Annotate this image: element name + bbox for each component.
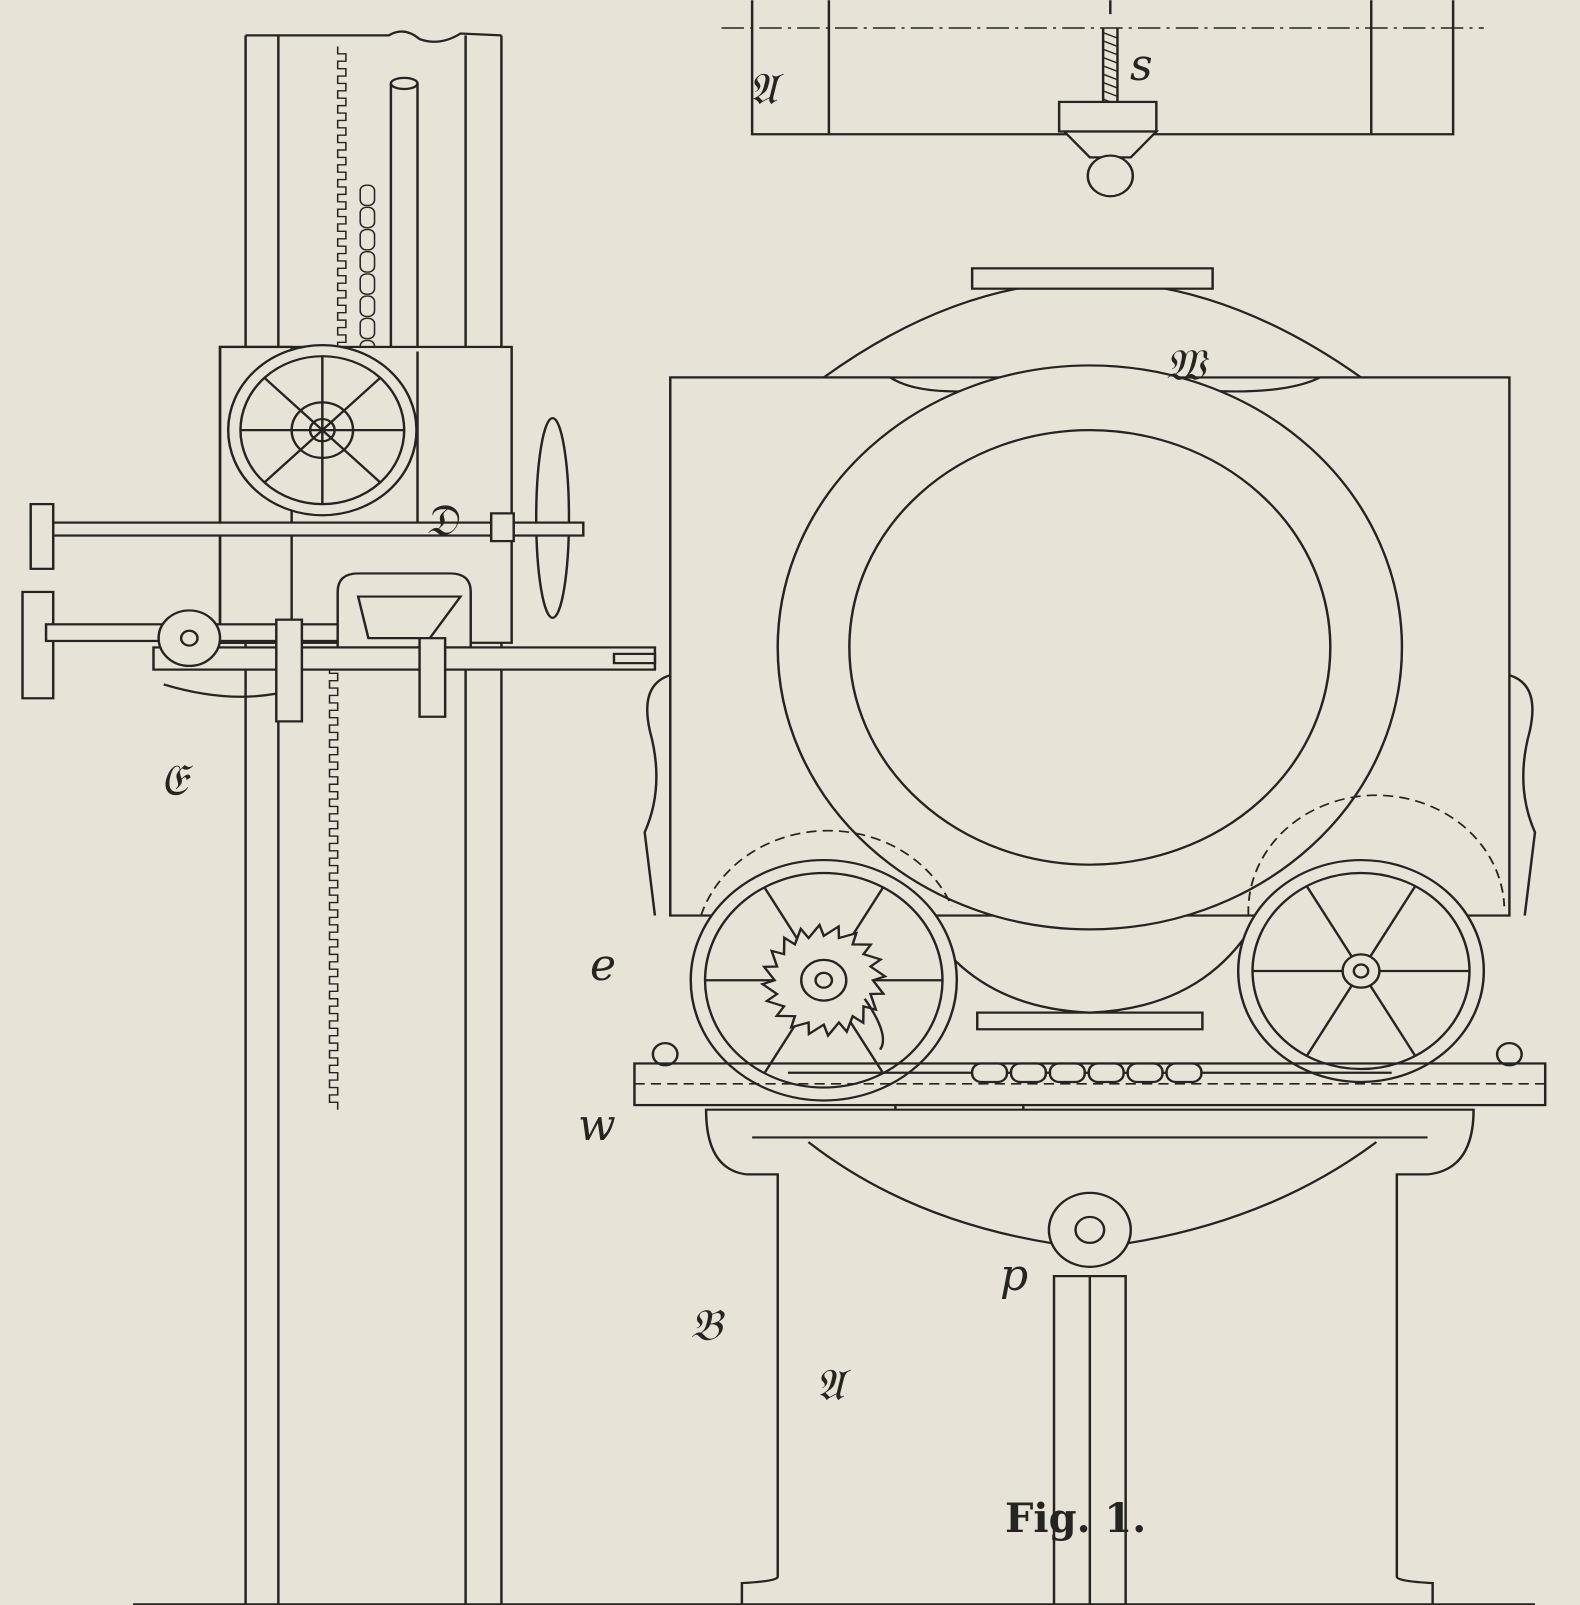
chain (359, 184, 376, 362)
pawl (863, 998, 885, 1051)
base-bevel-gear (1047, 1191, 1132, 1268)
drum-top-arc (823, 280, 1362, 379)
right-wheel (1236, 858, 1486, 1084)
label-p: p (1000, 1250, 1029, 1301)
label-A-top: 𝔄 (748, 64, 778, 115)
lower-rack (328, 665, 339, 1110)
upper-gear (29, 502, 55, 570)
label-D: 𝔇 (425, 495, 458, 546)
drum-ring-outer (776, 364, 1404, 931)
bevel-gear (418, 637, 447, 718)
label-W: 𝔚 (1165, 340, 1206, 391)
drum-lid (970, 267, 1214, 290)
label-s: s (1130, 40, 1153, 91)
ratchet-wheel (759, 922, 888, 1038)
label-C: 𝔈 (160, 755, 187, 806)
horizontal-chain (970, 1062, 1203, 1084)
boring-bar (152, 646, 657, 671)
label-e: e (590, 940, 617, 991)
label-B: 𝔅 (690, 1300, 722, 1351)
small-handwheel (157, 609, 222, 668)
label-w: w (578, 1100, 616, 1151)
vertical-column (244, 30, 503, 1605)
label-A-base: 𝔄 (815, 1360, 845, 1411)
handwheel (226, 343, 418, 517)
top-bevel-gear (1086, 154, 1135, 198)
lower-gear (21, 590, 55, 700)
figure-caption: Fig. 1. (1005, 1495, 1147, 1542)
drum-ring-inner (848, 429, 1332, 866)
top-frame (721, 0, 1484, 198)
vertical-handwheel (534, 417, 571, 619)
upper-rack (336, 46, 347, 350)
